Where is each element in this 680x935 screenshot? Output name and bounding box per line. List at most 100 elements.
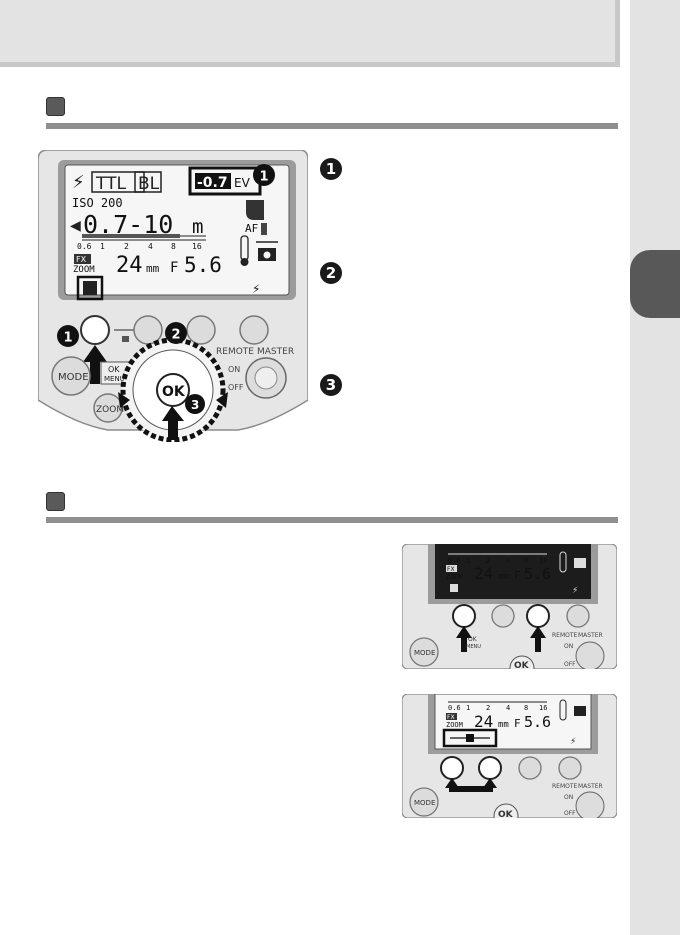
fig-a-tick-3: 4 [506, 557, 510, 565]
section-2-rule [46, 517, 618, 523]
ok-menu-ok: OK [108, 365, 120, 374]
lock-icon [122, 336, 129, 342]
step-marker-2: 2 [320, 262, 342, 284]
ev-unit: EV [234, 176, 251, 190]
fig-b-ready-icon: ⚡ [570, 737, 576, 747]
fig-b-remote: REMOTE [552, 783, 578, 790]
section-1-square [46, 97, 65, 116]
fig-a-master: MASTER [578, 632, 603, 639]
fig-a-tick-0: 0.6 [448, 557, 461, 565]
fig-b-lcd [434, 694, 592, 750]
mode-ttl: TTL [95, 174, 126, 194]
fig-a-camera-icon [574, 558, 586, 568]
fig-b-fnumber: 5.6 [524, 713, 551, 731]
fig-b-button-1[interactable] [440, 756, 464, 780]
range-unit: m [192, 216, 203, 238]
fig-b-tick-4: 8 [524, 704, 528, 712]
fig-b-master: MASTER [578, 783, 603, 790]
iso-readout: ISO 200 [72, 196, 123, 210]
fig-b-tick-0: 0.6 [448, 704, 461, 712]
scale-tick-3: 4 [148, 242, 153, 251]
fig-a-tick-1: 1 [466, 557, 470, 565]
fig-a-button-left[interactable] [452, 604, 476, 628]
fig-a-remote: REMOTE [552, 632, 578, 639]
distance-bar-fill [82, 234, 180, 238]
fig-a-tick-2: 2 [486, 557, 490, 565]
fig-b-zoom-value: 24 [474, 712, 493, 731]
step-marker-1: 1 [320, 158, 342, 180]
lcd-screen [64, 164, 290, 296]
fig-b-off: OFF [564, 810, 576, 817]
dial-left-arrow [118, 392, 130, 408]
figure-lock-indicator: 0.6 1 2 4 8 16 FX ZOOM 24 mm F 5.6 ⚡ MOD… [402, 694, 617, 818]
mode-bl: BL [138, 174, 160, 194]
fig-a-mode: MODE [414, 649, 435, 657]
fig-b-fx: FX [447, 714, 455, 721]
fig-b-tick-2: 2 [486, 704, 490, 712]
scale-tick-5: 16 [192, 242, 202, 251]
header-band [0, 0, 620, 67]
step-marker-3: 3 [320, 374, 342, 396]
zoom-label: ZOOM [73, 265, 95, 275]
function-button-4[interactable] [239, 315, 269, 345]
scale-tick-1: 1 [100, 242, 105, 251]
fig-a-off: OFF [564, 661, 576, 668]
range-arrow-icon: ◀ [70, 218, 81, 234]
fig-b-lock-frame [442, 728, 498, 748]
fig-a-ok: OK [468, 636, 478, 643]
figure-two-buttons-press: 0.6 1 2 4 8 16 FX ZOOM 24 mm F 5.6 ⚡ MOD… [402, 544, 617, 669]
section-2-square [46, 492, 65, 511]
fig-a-ok-button: OK [514, 661, 530, 669]
ready-light-icon: ⚡ [252, 282, 260, 296]
mode-label: MODE [58, 372, 89, 383]
fig-a-button-right[interactable] [526, 604, 550, 628]
ok-menu-menu: MENU [104, 375, 125, 383]
section-1-rule [46, 123, 618, 129]
function-button-1[interactable] [80, 315, 110, 345]
function-button-3[interactable] [186, 315, 216, 345]
fig-a-on: ON [564, 643, 573, 650]
af-head-icon [246, 200, 264, 220]
fx-label: FX [76, 255, 87, 264]
fig-b-ok-button: OK [498, 810, 514, 818]
zoom-button[interactable] [93, 393, 123, 423]
fig-a-zoom-unit: mm [498, 572, 509, 582]
scale-tick-4: 8 [171, 242, 176, 251]
press-arrow-1 [83, 345, 107, 384]
press-arrow-ok [162, 406, 184, 440]
flash-unit-illustration: ⚡ TTL BL -0.7 EV 1 ISO 200 ◀ 0.7-10 m AF… [38, 150, 308, 442]
scale-tick-0: 0.6 [77, 242, 92, 251]
fig-a-arrow-right [530, 626, 546, 652]
fig-b-tick-3: 4 [506, 704, 510, 712]
mode-button[interactable] [51, 356, 91, 396]
fx-badge [74, 254, 91, 264]
fnumber-prefix: F [170, 260, 178, 276]
flash-mode-icon: ⚡ [72, 172, 85, 193]
fig-b-zoom-unit: mm [498, 720, 509, 730]
fig-a-tick-4: 8 [524, 557, 528, 565]
master-label: MASTER [257, 347, 294, 357]
fig-b-tick-1: 1 [466, 704, 470, 712]
ev-value: -0.7 [197, 175, 228, 191]
fig-a-f: F [514, 569, 521, 582]
fig-a-menu: MENU [466, 644, 481, 650]
off-label: OFF [228, 383, 244, 392]
callout-1-button: 1 [64, 331, 73, 346]
fig-a-zoom-value: 24 [474, 564, 493, 583]
fig-b-tick-5: 16 [539, 704, 547, 712]
zoom-unit: mm [146, 262, 160, 275]
fig-b-mode: MODE [414, 799, 435, 807]
fig-b-button-2[interactable] [478, 756, 502, 780]
remote-label: REMOTE [216, 347, 254, 357]
fnumber-value: 5.6 [184, 253, 222, 277]
fig-b-arrows [445, 778, 497, 792]
fig-b-zoom-label: ZOOM [446, 721, 463, 729]
flash-comp-icon [83, 281, 97, 295]
fig-b-lock-icon [466, 734, 474, 742]
ok-button[interactable] [156, 373, 190, 407]
function-icon-frame [76, 275, 104, 301]
fig-b-camera-icon [574, 706, 586, 716]
fig-b-f: F [514, 717, 521, 730]
fig-a-fnumber: 5.6 [524, 565, 551, 583]
fig-a-zoom-label: ZOOM [446, 573, 463, 581]
